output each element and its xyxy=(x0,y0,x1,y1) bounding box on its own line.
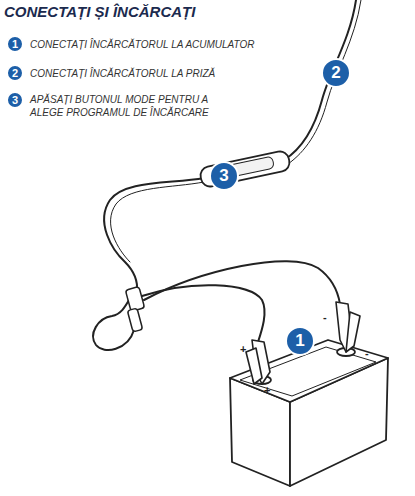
title: CONECTAȚI ȘI ÎNCĂRCAȚI xyxy=(4,3,195,20)
number-text: 1 xyxy=(295,331,304,351)
positive-lead xyxy=(142,285,265,342)
instruction-text: CONECTAȚI ÎNCĂRCĂTORUL LA PRIZĂ xyxy=(30,67,215,80)
instruction-text: APĂSAȚI BUTONUL MODE PENTRU A ALEGE PROG… xyxy=(30,93,225,119)
number-text: 3 xyxy=(12,94,18,106)
charger-cable xyxy=(111,182,204,262)
instruction-text: CONECTAȚI ÎNCĂRCĂTORUL LA ACUMULATOR xyxy=(30,38,254,51)
polarity-sign: - xyxy=(365,348,369,359)
step-number: 1 xyxy=(6,35,24,53)
callout-number: 3 xyxy=(209,161,239,191)
mains-cable xyxy=(284,0,356,160)
positive-clamp xyxy=(246,348,262,384)
negative-clamp xyxy=(346,312,360,352)
number-text: 1 xyxy=(12,38,18,50)
callout-number: 2 xyxy=(321,58,351,88)
polarity-sign: + xyxy=(264,385,270,396)
polarity-sign: - xyxy=(323,312,327,323)
mains-cable xyxy=(288,0,361,164)
charger-cable xyxy=(104,178,204,292)
inline-connector xyxy=(125,287,144,312)
number-text: 2 xyxy=(12,67,18,79)
callout-number: 1 xyxy=(285,326,315,356)
number-text: 2 xyxy=(331,63,340,83)
step-number: 2 xyxy=(6,64,24,82)
step-number: 3 xyxy=(6,91,24,109)
number-text: 3 xyxy=(219,166,228,186)
negative-lead xyxy=(144,261,340,304)
inline-connector xyxy=(127,308,142,332)
polarity-sign: + xyxy=(240,344,246,355)
